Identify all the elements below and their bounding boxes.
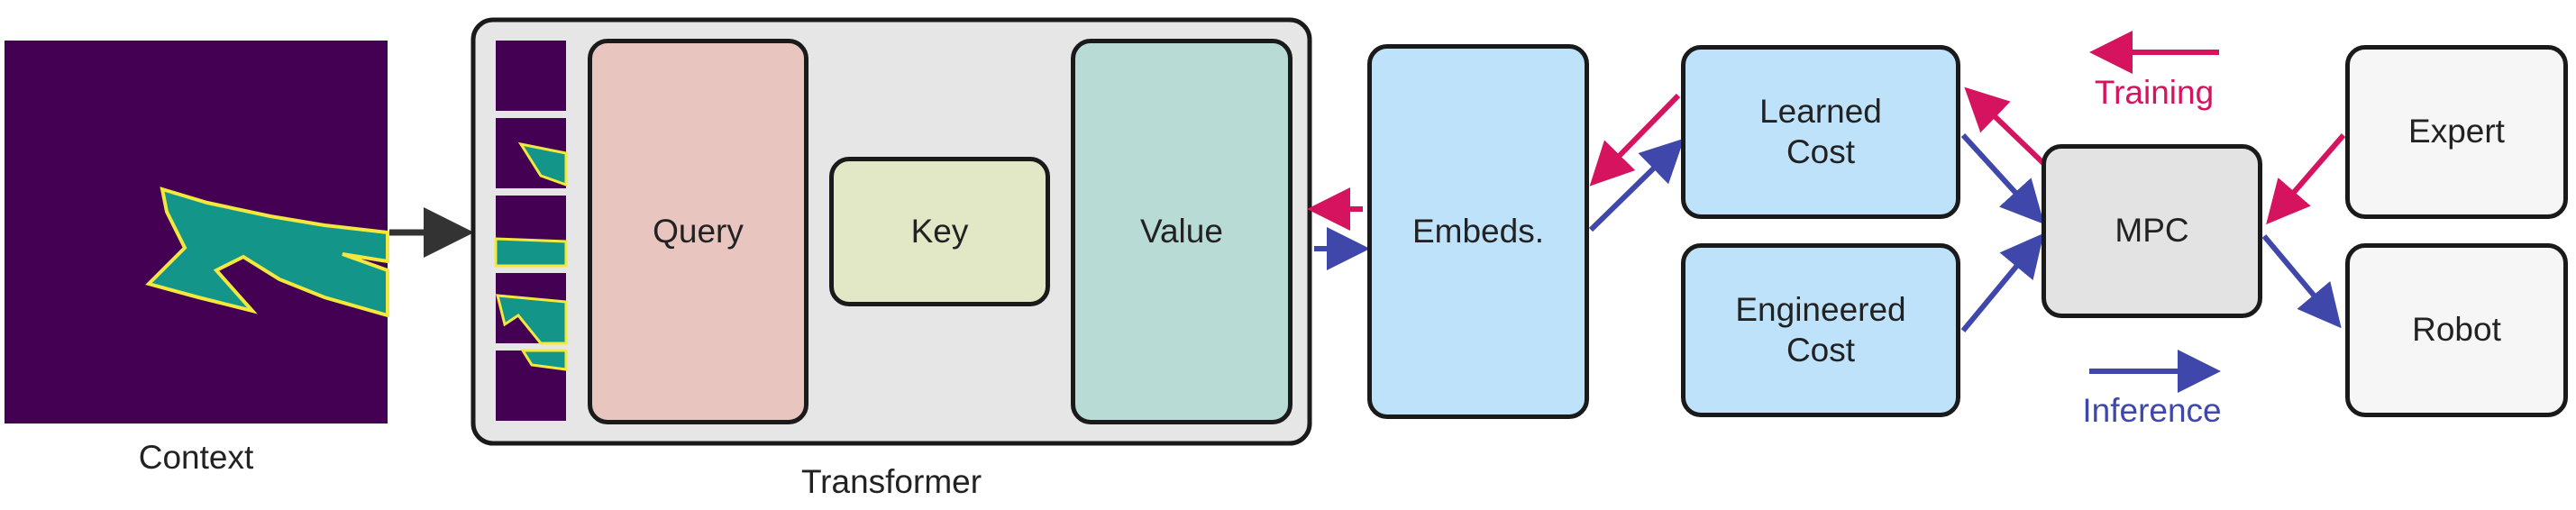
context-image: [5, 41, 389, 423]
token-thumbnails: [494, 41, 568, 421]
mpc-box: MPC: [2042, 144, 2262, 318]
learned-cost-line2: Cost: [1786, 132, 1856, 170]
engineered-to-mpc-inference-arrow: [1960, 232, 2044, 332]
learned-cost-box: Learned Cost: [1681, 45, 1960, 219]
legend-inference-label: Inference: [2082, 392, 2222, 429]
value-box: Value: [1071, 39, 1293, 424]
embeds-to-learned-inference-arrow: [1588, 138, 1685, 232]
mpc-to-learned-training-arrow: [1964, 87, 2047, 167]
legend-training-label: Training: [2094, 74, 2215, 111]
transformer-label: Transformer: [800, 463, 982, 500]
key-box: Key: [829, 157, 1050, 306]
expert-to-mpc-training-arrow: [2266, 133, 2346, 225]
learned-to-embeds-training-arrow: [1589, 93, 1681, 187]
learned-cost-line1: Learned: [1759, 93, 1882, 131]
engineered-cost-box: Engineered Cost: [1681, 243, 1960, 417]
expert-box: Expert: [2345, 45, 2568, 219]
query-box: Query: [588, 39, 808, 424]
mpc-to-robot-inference-arrow: [2261, 234, 2342, 329]
learned-to-mpc-inference-arrow: [1960, 132, 2045, 224]
embeds-box: Embeds.: [1367, 44, 1589, 419]
context-label: Context: [138, 439, 254, 476]
engineered-cost-line1: Engineered: [1735, 291, 1906, 329]
engineered-cost-line2: Cost: [1786, 331, 1856, 369]
robot-box: Robot: [2345, 243, 2568, 417]
